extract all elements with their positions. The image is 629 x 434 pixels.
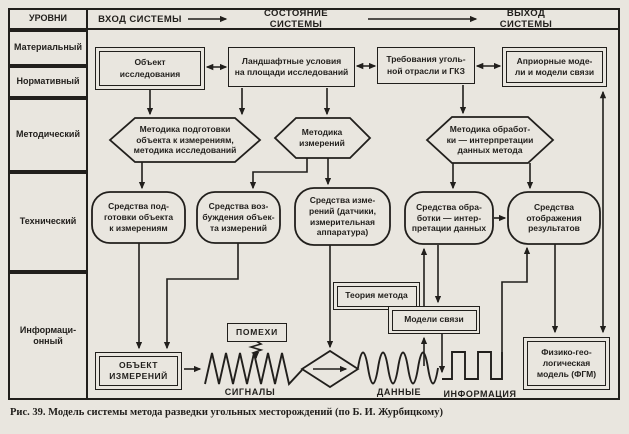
header-state-label: СОСТОЯНИЕ СИСТЕМЫ [264, 8, 328, 30]
node-apriori-models: Априорные моде- ли и модели связи [502, 47, 607, 87]
level-label: Информаци- онный [19, 324, 77, 346]
information-label: ИНФОРМАЦИЯ [443, 389, 517, 399]
node-fgm-model: Физико-гео- логическая модель (ФГМ) [523, 337, 610, 390]
hexagon-met-izmer [273, 117, 372, 159]
levels-header-cell: УРОВНИ [8, 8, 88, 30]
node-met-izmer: Методика измерений [299, 127, 345, 148]
header-output-label: ВЫХОД СИСТЕМЫ [499, 8, 553, 30]
node-industry-requirements: Требования уголь- ной отрасли и ГКЗ [377, 47, 475, 84]
level-technical: Технический [8, 172, 88, 272]
arrows-group [135, 15, 607, 374]
arrow-noise-to-signals [248, 340, 264, 360]
node-sr-otobr: Средства отображения результатов [526, 201, 582, 234]
data-label: ДАННЫЕ [376, 387, 422, 397]
node-theory-method: Теория метода [333, 282, 420, 310]
level-informational: Информаци- онный [8, 272, 88, 400]
level-label: Нормативный [16, 76, 80, 87]
level-normative: Нормативный [8, 66, 88, 98]
figure-caption: Рис. 39. Модель системы метода разведки … [10, 407, 443, 418]
node-theory-method-label: Теория метода [336, 285, 417, 307]
node-sr-vozbuzh: Средства воз- буждения объек- та измерен… [202, 201, 275, 233]
node-fgm-model-label: Физико-гео- логическая модель (ФГМ) [527, 341, 606, 386]
shape-group [91, 116, 601, 389]
node-measurement-object-label: ОБЪЕКТ ИЗМЕРЕНИЙ [99, 356, 178, 386]
level-label: Материальный [14, 42, 82, 53]
arrow-information-to-srotobr [501, 246, 531, 352]
node-apriori-models-label: Априорные моде- ли и модели связи [506, 51, 603, 83]
level-label: Технический [19, 216, 77, 227]
wave-group [204, 351, 503, 386]
node-object-research: Объект исследования [95, 47, 205, 90]
node-landscape-conditions: Ландшафтные условия на площади исследова… [228, 47, 355, 87]
information-square-wave [442, 351, 503, 380]
data-sine-wave [357, 351, 439, 385]
shape-sr-podgot [91, 191, 186, 244]
node-sr-izmer: Средства изме- рений (датчики, измерител… [309, 194, 376, 238]
shape-sr-vozbuzh [196, 191, 281, 244]
shape-sr-otobr [507, 191, 601, 245]
level-methodical: Методический [8, 98, 88, 172]
node-sr-obrab: Средства обра- ботки — интер- претации д… [411, 201, 487, 234]
hexagon-met-obrab [425, 116, 555, 164]
level-material: Материальный [8, 30, 88, 66]
node-object-research-label: Объект исследования [99, 51, 201, 86]
signals-sawtooth-wave [204, 352, 303, 386]
node-relation-models: Модели связи [388, 306, 480, 334]
node-measurement-object: ОБЪЕКТ ИЗМЕРЕНИЙ [95, 352, 182, 390]
shape-sr-izmer [294, 187, 391, 246]
signals-label: СИГНАЛЫ [224, 387, 276, 397]
node-sr-podgot: Средства под- готовки объекта к измерени… [103, 201, 174, 233]
level-label: Методический [16, 129, 80, 140]
arrow-srvozbuzh-to-object [163, 243, 239, 350]
node-met-podgot: Методика подготовки объекта к измерениям… [133, 123, 237, 156]
arrow-metizmer-to-srvozbuzh [249, 158, 308, 190]
hexagon-met-podgot [108, 117, 262, 163]
levels-header-label: УРОВНИ [29, 13, 67, 24]
shape-sr-obrab [404, 191, 494, 245]
node-met-obrab: Методика обработ- ки — интерпретации дан… [446, 123, 534, 156]
header-divider [88, 8, 620, 30]
node-relation-models-label: Модели связи [391, 309, 477, 331]
header-input-label: ВХОД СИСТЕМЫ [98, 13, 182, 25]
node-noise: ПОМЕХИ [227, 323, 287, 342]
